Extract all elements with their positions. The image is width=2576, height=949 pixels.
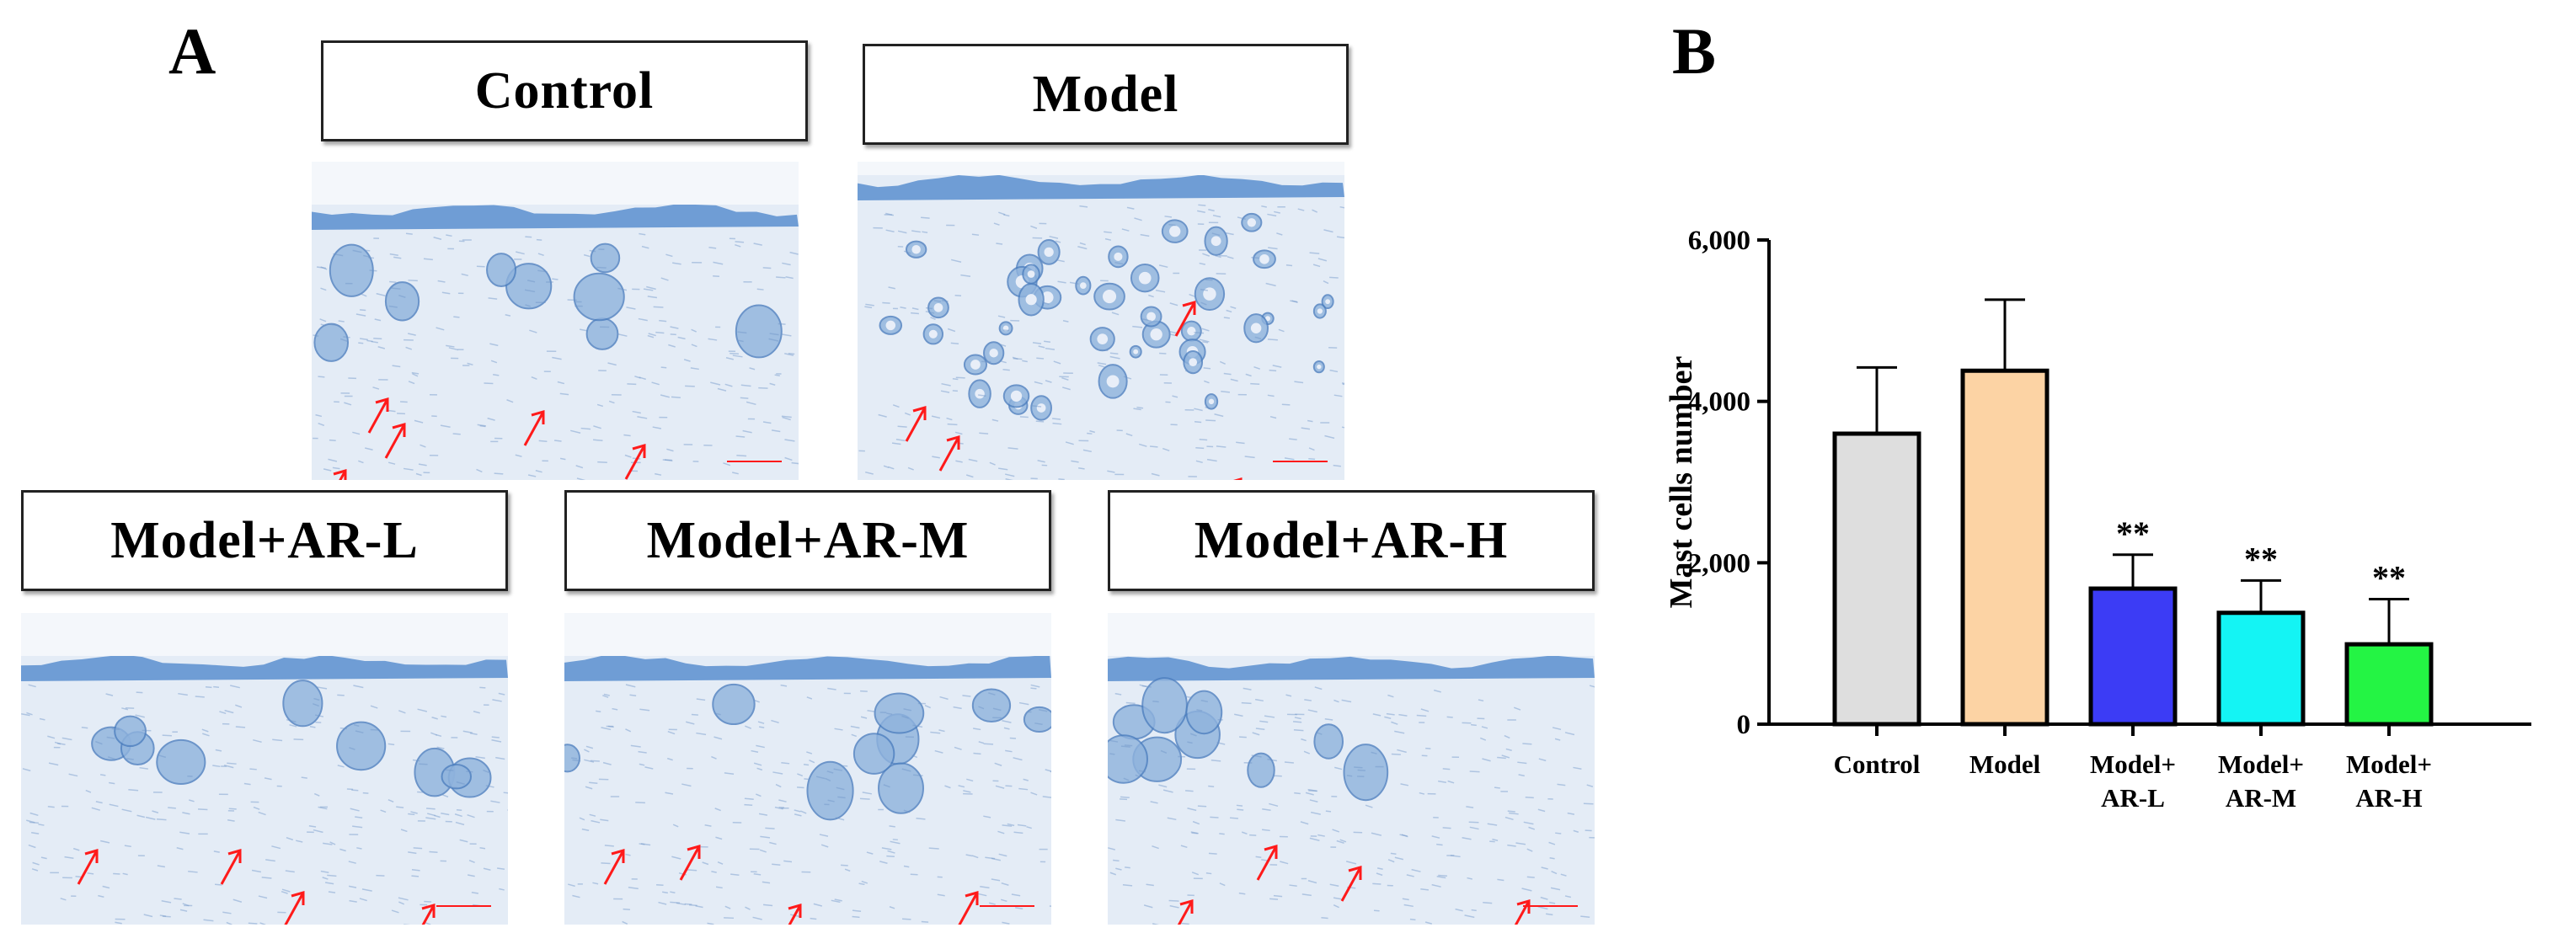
y-tick-label: 4,000 <box>1688 387 1750 418</box>
tissue-section-image <box>312 162 799 480</box>
mast-cell-arrow <box>421 904 436 925</box>
mast-cell-arrow <box>958 891 979 925</box>
bar-2 <box>2088 586 2178 727</box>
tissue-section-image <box>21 613 508 925</box>
mast-cell-arrow <box>1177 899 1194 925</box>
bar-1 <box>1960 368 2050 727</box>
x-category-label: Model+ <box>2346 749 2432 779</box>
mast-cell-arrow <box>367 397 389 434</box>
tissue-section-image <box>858 162 1344 480</box>
x-category-label: Model+ <box>2218 749 2304 779</box>
y-axis-title: Mast cells number <box>1664 356 1699 609</box>
mast-cell-arrow <box>384 423 406 459</box>
label-model-ar-l: Model+AR-L <box>21 490 508 591</box>
mast-cell-arrow <box>77 849 99 885</box>
bar-0 <box>1832 431 1921 727</box>
y-tick-label: 2,000 <box>1688 548 1750 578</box>
x-category-label: Model <box>1969 749 2041 779</box>
mast-cell-arrow <box>938 435 960 472</box>
micrograph-control <box>312 162 799 480</box>
mast-cell-arrow <box>1256 845 1278 881</box>
x-category-label: AR-L <box>2101 783 2165 813</box>
x-category-label: Control <box>1834 749 1921 779</box>
micrograph-model-ar-l <box>21 613 508 925</box>
micrograph-model-ar-h <box>1108 613 1595 925</box>
label-model: Model <box>863 44 1349 145</box>
bar-3 <box>2216 610 2306 727</box>
mast-cell-arrow <box>523 410 545 446</box>
label-model-ar-m: Model+AR-M <box>564 490 1051 591</box>
micrograph-model-ar-m <box>564 613 1051 925</box>
panel-a-letter: A <box>168 14 216 88</box>
tissue-section-image <box>1108 613 1595 925</box>
panel-b-letter: B <box>1672 14 1717 88</box>
mast-cell-arrow <box>333 469 347 480</box>
significance-label: ** <box>2116 514 2150 552</box>
mast-cell-arrow <box>679 845 701 881</box>
y-tick-label: 0 <box>1737 710 1751 740</box>
mast-cell-arrow <box>284 891 305 925</box>
significance-label: ** <box>2244 540 2278 578</box>
micrograph-model <box>858 162 1344 480</box>
tissue-section-image <box>564 613 1051 925</box>
x-category-label: AR-M <box>2226 783 2296 813</box>
significance-label: ** <box>2372 558 2406 596</box>
mast-cell-arrow <box>788 904 802 925</box>
label-model-ar-h: Model+AR-H <box>1108 490 1595 591</box>
mast-cell-arrow <box>603 849 625 885</box>
x-category-label: Model+ <box>2090 749 2176 779</box>
mast-cell-arrow <box>1174 301 1196 337</box>
y-tick-label: 6,000 <box>1688 226 1750 256</box>
label-control: Control <box>321 40 808 141</box>
mast-cell-arrow <box>905 406 927 442</box>
mast-cell-arrow <box>624 444 646 480</box>
mast-cell-arrow <box>1233 477 1243 480</box>
x-category-label: AR-H <box>2355 783 2422 813</box>
mast-cell-arrow <box>220 849 242 885</box>
mast-cell-arrow <box>1340 866 1362 902</box>
bar-4 <box>2344 642 2434 727</box>
